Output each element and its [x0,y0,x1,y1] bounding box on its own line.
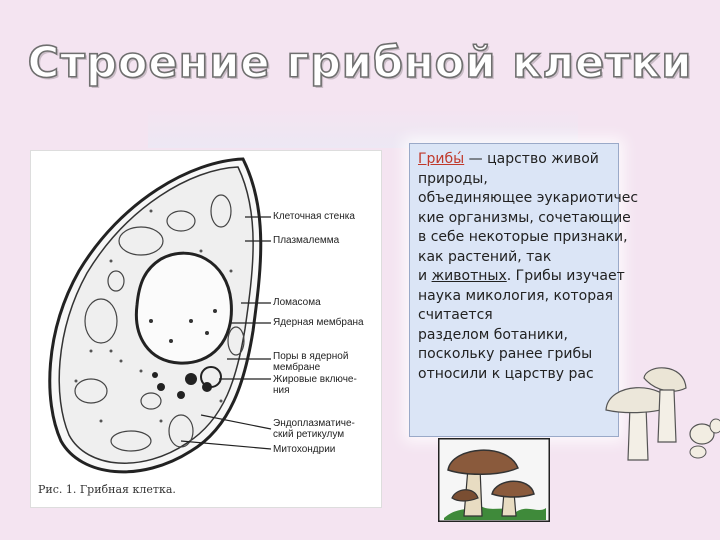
label-cell-wall: Клеточная стенка [273,211,355,222]
figure-caption: Рис. 1. Грибная клетка. [38,483,176,496]
label-mitochondria: Митохондрии [273,444,336,455]
title-glow [148,108,578,148]
label-lipid-1: Жировые включе- [273,374,357,385]
fungal-cell-drawing [48,157,272,474]
fungal-cell-figure: Клеточная стенка Плазмалемма Ломасома Яд… [30,150,382,508]
white-mushrooms-image [605,367,720,461]
label-er-1: Эндоплазматиче- [273,418,355,429]
label-lipid-2: ния [273,385,290,396]
definition-text: Грибы́ — царство живой природы, объединя… [418,151,639,382]
label-plasmalemma: Плазмалемма [273,235,340,246]
label-nuclear-pores-1: Поры в ядерной [273,351,349,362]
label-nuclear-membrane: Ядерная мембрана [273,317,364,328]
label-er-2: ский ретикулум [273,429,345,440]
term-link[interactable]: Грибы́ [418,151,465,167]
brown-mushrooms-image [438,438,550,522]
slide-title: Строение грибной клетки [27,37,693,89]
label-nuclear-pores-2: мембране [273,362,321,373]
label-lomasome: Ломасома [273,297,321,308]
animals-link[interactable]: животных [431,268,507,284]
definition-box: Грибы́ — царство живой природы, объединя… [409,143,638,437]
